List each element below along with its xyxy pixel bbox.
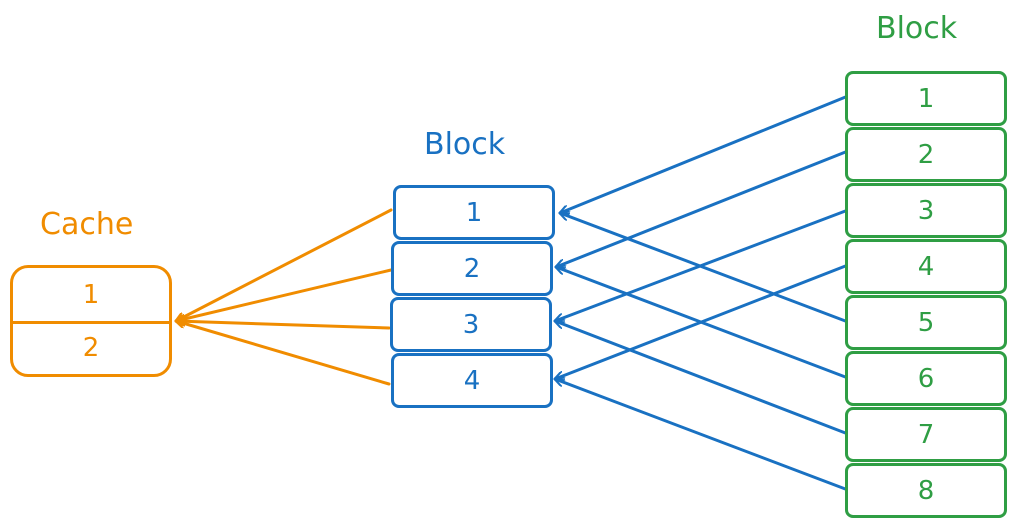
arrow-right-5-to-mid-1 (560, 213, 850, 324)
arrow-mid-3-to-cache (174, 321, 391, 330)
cache-title: Cache (40, 207, 134, 242)
middle-block-3: 3 (390, 297, 552, 352)
right-to-mid-arrows (555, 94, 850, 492)
right-block-title: Block (876, 11, 958, 46)
cache-row-2: 2 (82, 332, 100, 363)
right-block-6: 6 (845, 351, 1007, 406)
cache-row-1: 1 (13, 268, 169, 324)
right-block-7: 7 (845, 407, 1007, 462)
cache-box: 1 2 (10, 265, 172, 377)
middle-block-1: 1 (393, 185, 555, 240)
right-block-2: 2 (845, 127, 1007, 182)
right-block-5: 5 (845, 295, 1007, 350)
right-block-8: 8 (845, 463, 1007, 518)
middle-block-4: 4 (391, 353, 553, 408)
right-block-1: 1 (845, 71, 1007, 126)
arrow-right-2-to-mid-2 (556, 149, 850, 267)
arrow-right-7-to-mid-3 (555, 321, 850, 436)
arrow-right-6-to-mid-2 (556, 267, 850, 380)
arrow-mid-2-to-cache (176, 268, 393, 321)
arrow-mid-1-to-cache (176, 208, 393, 323)
mid-to-cache-arrows (174, 208, 393, 386)
arrow-right-8-to-mid-4 (555, 379, 850, 492)
arrow-mid-4-to-cache (176, 321, 391, 386)
right-block-3: 3 (845, 183, 1007, 238)
right-block-4: 4 (845, 239, 1007, 294)
middle-block-2: 2 (391, 241, 553, 296)
middle-block-title: Block (424, 127, 506, 162)
arrow-right-1-to-mid-1 (560, 94, 850, 213)
